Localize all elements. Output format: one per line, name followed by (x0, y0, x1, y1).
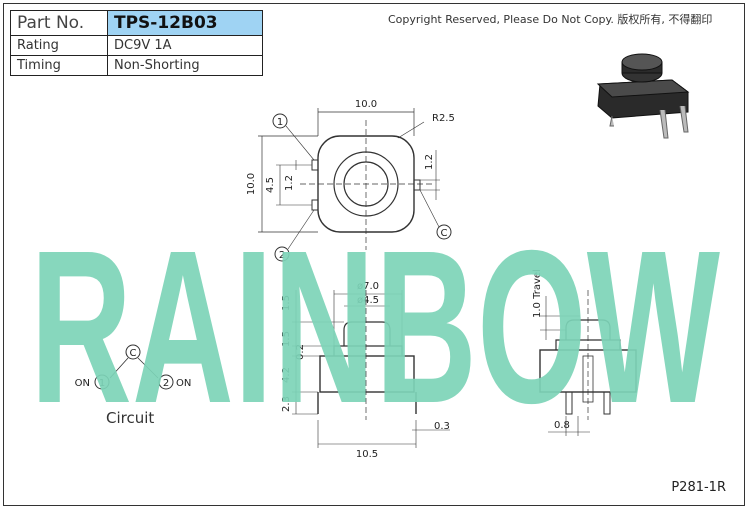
copyright-notice: Copyright Reserved, Please Do Not Copy. … (388, 13, 713, 26)
side-outer-diameter: ø7.0 (357, 281, 379, 292)
side-inner-diameter: ø4.5 (357, 295, 379, 306)
drawing-frame (3, 3, 745, 506)
side-view (292, 290, 450, 448)
circuit-on1-label: ON (75, 378, 90, 389)
circuit-on2-label: ON (176, 378, 191, 389)
top-pin1-marker: 1 (277, 117, 283, 128)
end-pin-width-dim: 0.8 (554, 420, 570, 431)
side-h1-dim: 1.5 (281, 295, 292, 311)
circuit-pin1-marker: 1 (99, 378, 105, 389)
top-pin-left-dim: 1.2 (284, 175, 295, 191)
top-pitch-dim: 4.5 (265, 177, 276, 193)
circuit-symbol (94, 344, 174, 390)
top-width-dim: 10.0 (355, 99, 377, 110)
rating-label: Rating (10, 35, 108, 56)
top-radius-dim: R2.5 (432, 113, 455, 124)
side-h4-dim: 4.2 (281, 367, 292, 383)
product-photo (596, 53, 690, 139)
top-height-dim: 10.0 (246, 173, 257, 195)
top-pin2-marker: 2 (279, 250, 285, 261)
side-base-dim: 10.5 (356, 449, 378, 460)
top-pin-right-dim: 1.2 (424, 154, 435, 170)
rainbow-watermark: RAINBOW (30, 206, 720, 449)
page-code: P281-1R (671, 480, 726, 495)
side-pin-width-dim: 0.3 (434, 421, 450, 432)
end-view (539, 290, 637, 436)
circuit-pin2-marker: 2 (163, 378, 169, 389)
timing-value: Non-Shorting (107, 55, 263, 76)
top-view (258, 108, 452, 262)
circuit-common-marker: C (130, 348, 137, 359)
side-h2-dim: 1.5 (281, 331, 292, 347)
circuit-title: Circuit (106, 409, 155, 427)
side-h3-dim: 0.2 (295, 344, 306, 360)
side-h5-dim: 2.3 (281, 396, 292, 412)
end-travel-dim: 1.0 Travel (532, 269, 543, 318)
top-common-marker: C (441, 228, 448, 239)
spec-table: Part No. TPS-12B03 Rating DC9V 1A Timing… (10, 10, 263, 76)
